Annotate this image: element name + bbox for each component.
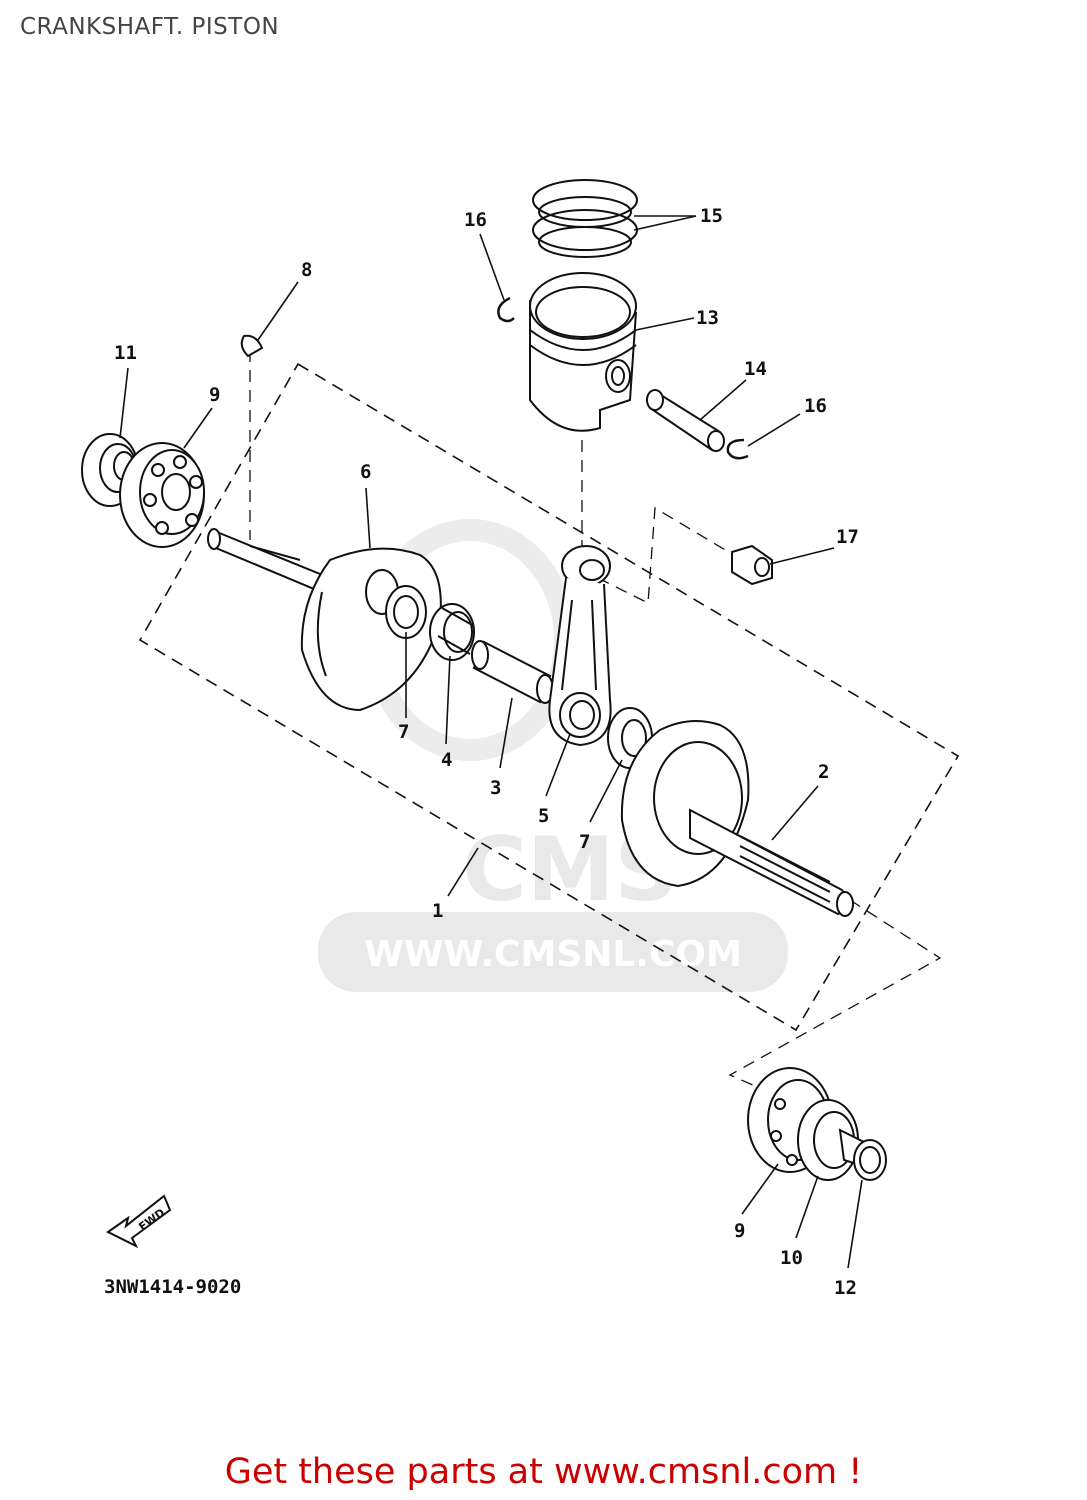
page-title: CRANKSHAFT. PISTON xyxy=(20,14,280,40)
circlip-lower xyxy=(726,438,749,460)
crankshaft-assembly-outline xyxy=(138,362,960,1032)
callout-15: 15 xyxy=(700,205,723,227)
callout-8: 8 xyxy=(301,259,312,281)
callouts: 1 2 3 4 5 6 7 7 8 9 9 10 11 12 13 14 15 … xyxy=(114,205,859,1299)
callout-12: 12 xyxy=(834,1277,857,1299)
watermark-text: WWW.CMSNL.COM xyxy=(364,934,742,975)
woodruff-key xyxy=(240,334,264,358)
fwd-arrow-icon: FWD xyxy=(106,1194,172,1249)
callout-10: 10 xyxy=(780,1247,803,1269)
leader-lines xyxy=(119,215,863,1269)
watermark-banner xyxy=(318,912,788,992)
footer-link[interactable]: Get these parts at www.cmsnl.com ! xyxy=(224,1452,863,1492)
diagram-part-code: 3NW1414-9020 xyxy=(104,1276,242,1298)
callout-14: 14 xyxy=(744,358,767,380)
callout-5: 5 xyxy=(538,805,549,827)
crankshaft-left xyxy=(207,528,442,712)
connecting-rod xyxy=(548,545,612,747)
callout-11: 11 xyxy=(114,342,137,364)
crank-pin xyxy=(471,640,554,704)
callout-4: 4 xyxy=(441,749,452,771)
callout-6: 6 xyxy=(360,461,371,483)
callout-3: 3 xyxy=(490,777,501,799)
alignment-lines xyxy=(249,350,942,1091)
bearing-right-assembly xyxy=(747,1067,887,1181)
callout-17: 17 xyxy=(836,526,859,548)
piston-rings xyxy=(532,179,638,258)
callout-9-right: 9 xyxy=(734,1220,745,1242)
callout-7-right: 7 xyxy=(579,831,590,853)
callout-16-upper: 16 xyxy=(464,209,487,231)
needle-bearing xyxy=(429,603,475,661)
callout-16-lower: 16 xyxy=(804,395,827,417)
crankshaft-right xyxy=(620,720,854,917)
callout-1: 1 xyxy=(432,900,443,922)
nut xyxy=(731,544,773,586)
circlip-upper xyxy=(497,296,515,323)
piston-pin xyxy=(646,389,725,452)
callout-9-left: 9 xyxy=(209,384,220,406)
callout-7-left: 7 xyxy=(398,721,409,743)
callout-2: 2 xyxy=(818,761,829,783)
piston xyxy=(529,272,637,432)
bearing-left xyxy=(119,442,205,548)
callout-13: 13 xyxy=(696,307,719,329)
